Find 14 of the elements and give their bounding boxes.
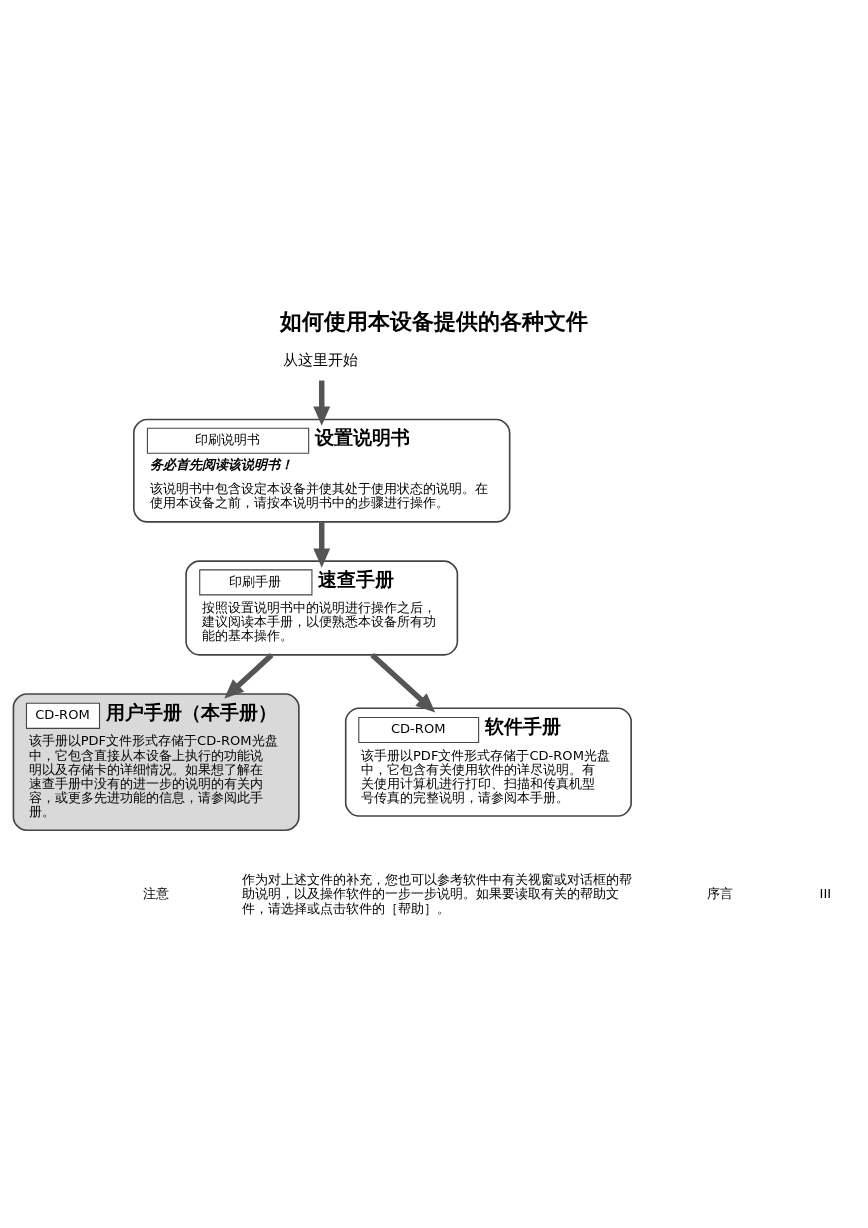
label: III [819, 885, 831, 901]
arrow [369, 652, 435, 713]
node-box: 印刷说明书 设置说明书 务必首先阅读该说明书！ 该说明书中包含设定本设备并使其处于使用状态的说明。在使用本设备之前，请按本说明书中的步骤进行操作。 [132, 418, 510, 523]
node-box: 印刷手册 速查手册 按照设置说明书中的说明进行操作之后，建议阅读本手册，以便熟悉本设备所有功能的基本操作。 [184, 559, 458, 656]
label: 序言 [706, 885, 733, 901]
arrow [312, 380, 330, 426]
node-box: CD-ROM 用户手册（本手册） 该手册以PDF文件形式存储于CD-ROM光盘中，它包含直接从本设备上执行的功能说明以及存储卡的详细情况。如果想了解在速查手册中没有的进一步的说明的有关内容，或更多先进功能的信息，请参阅此手册。 [12, 692, 300, 831]
diagram-title: 如何使用本设备提供的各种文件 [279, 308, 588, 334]
arrow [223, 652, 273, 698]
arrow [312, 521, 330, 568]
node-text: 从这里开始 [282, 350, 358, 369]
label: 注意 [142, 885, 169, 901]
node-box: CD-ROM 软件手册 该手册以PDF文件形式存储于CD-ROM光盘中，它包含有关使用软件的详尽说明。有关使用计算机进行打印、扫描和传真机型号传真的完整说明，请参阅本手册。 [344, 706, 632, 817]
label: 作为对上述文件的补充，您也可以参考软件中有关视窗或对话框的帮助说明，以及操作软件的一步一步说明。如果要读取有关的帮助文件，请选择或点击软件的［帮助］。 [241, 871, 632, 916]
